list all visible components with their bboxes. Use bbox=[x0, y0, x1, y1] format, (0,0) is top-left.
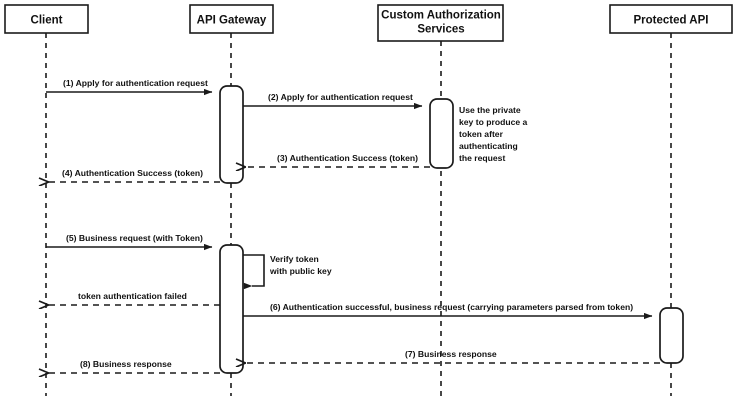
message-4[interactable]: (4) Authentication Success (token) bbox=[48, 168, 220, 182]
participant-box-client[interactable] bbox=[4, 4, 89, 34]
participant-label-api-gateway: API Gateway bbox=[197, 15, 267, 27]
note-private-key-line-2: key to produce a bbox=[459, 117, 528, 127]
message-self-verify-label-line2: with public key bbox=[269, 266, 332, 276]
message-1[interactable]: (1) Apply for authentication request bbox=[46, 78, 213, 96]
message-token-authentication-failed-label: token authentication failed bbox=[78, 291, 187, 301]
message-self-verify-label-line1: Verify token bbox=[270, 254, 319, 264]
message-8-label: (8) Business response bbox=[80, 359, 172, 369]
activation-bars-group bbox=[219, 85, 684, 374]
message-5-label: (5) Business request (with Token) bbox=[66, 233, 203, 243]
participant-box-protected-api[interactable] bbox=[609, 4, 733, 34]
message-token-authentication-failed[interactable]: token authentication failed bbox=[48, 291, 220, 305]
activation-bar-custom-authorization-services[interactable] bbox=[429, 98, 454, 169]
activation-bar-api-gateway-business[interactable] bbox=[219, 244, 244, 374]
message-2[interactable]: (2) Apply for authentication request bbox=[243, 92, 423, 110]
participant-box-api-gateway[interactable] bbox=[189, 4, 274, 34]
participant-api-gateway[interactable]: API Gateway bbox=[189, 4, 274, 34]
participant-label-custom-authorization-services-line2: Services bbox=[417, 24, 464, 36]
message-8[interactable]: (8) Business response bbox=[48, 359, 220, 373]
message-7[interactable]: (7) Business response bbox=[245, 349, 660, 363]
participant-custom-authorization-services[interactable]: Custom Authorization Services bbox=[377, 4, 504, 42]
note-private-key: Use the private key to produce a token a… bbox=[459, 105, 528, 163]
message-5[interactable]: (5) Business request (with Token) bbox=[46, 233, 213, 251]
participant-box-custom-authorization-services[interactable] bbox=[377, 4, 504, 42]
activation-bar-protected-api[interactable] bbox=[659, 307, 684, 364]
message-6-label: (6) Authentication successful, business … bbox=[270, 302, 633, 312]
participant-client[interactable]: Client bbox=[4, 4, 89, 34]
note-private-key-line-4: authenticating bbox=[459, 141, 518, 151]
participant-protected-api[interactable]: Protected API bbox=[609, 4, 733, 34]
participant-label-client: Client bbox=[31, 15, 63, 27]
note-private-key-line-3: token after bbox=[459, 129, 504, 139]
message-7-label: (7) Business response bbox=[405, 349, 497, 359]
activation-bar-api-gateway-auth[interactable] bbox=[219, 85, 244, 184]
message-3[interactable]: (3) Authentication Success (token) bbox=[245, 153, 430, 167]
note-private-key-line-5: the request bbox=[459, 153, 505, 163]
message-6[interactable]: (6) Authentication successful, business … bbox=[243, 302, 653, 320]
message-1-label: (1) Apply for authentication request bbox=[63, 78, 208, 88]
participant-label-protected-api: Protected API bbox=[634, 15, 709, 27]
participant-label-custom-authorization-services-line1: Custom Authorization bbox=[381, 10, 501, 22]
message-self-verify[interactable]: Verify token with public key bbox=[243, 254, 332, 290]
message-3-label: (3) Authentication Success (token) bbox=[277, 153, 418, 163]
message-2-label: (2) Apply for authentication request bbox=[268, 92, 413, 102]
note-private-key-line-1: Use the private bbox=[459, 105, 521, 115]
message-self-verify-arrow[interactable] bbox=[243, 254, 265, 290]
message-4-label: (4) Authentication Success (token) bbox=[62, 168, 203, 178]
